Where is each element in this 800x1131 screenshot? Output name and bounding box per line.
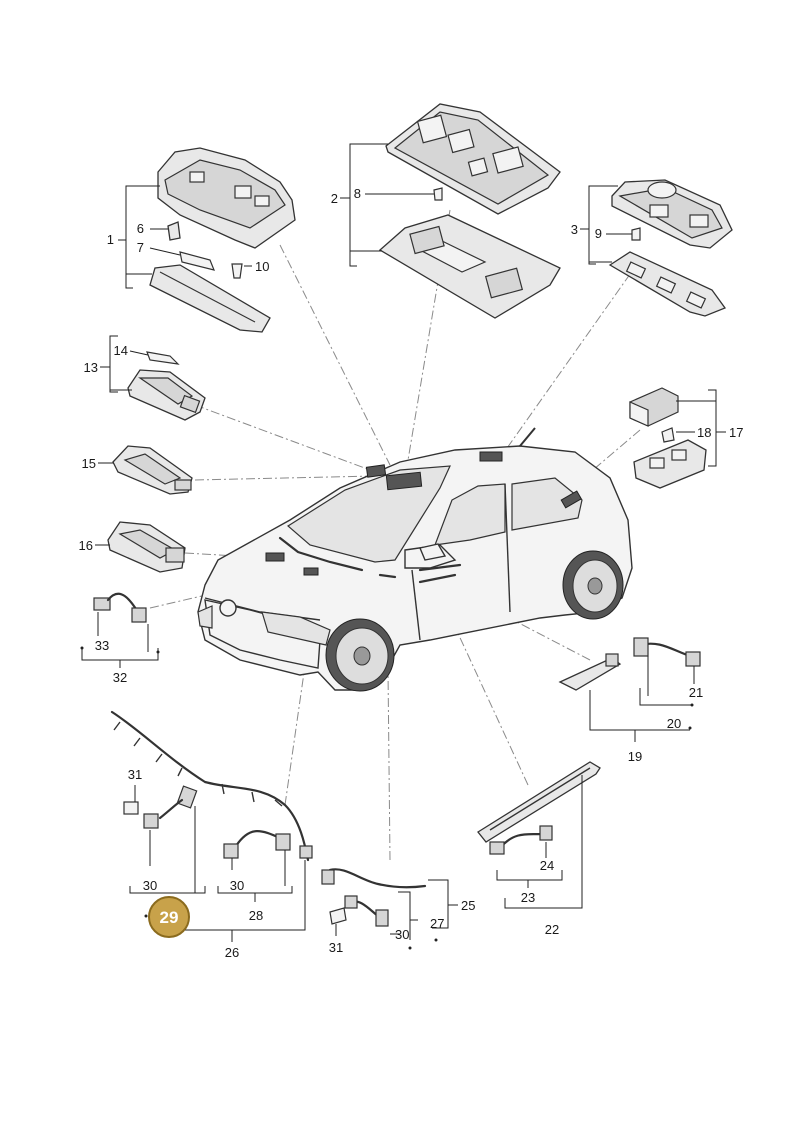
bracket-group-2 <box>340 143 434 267</box>
callout-22: 22 <box>545 922 559 937</box>
bracket-group-13 <box>100 335 149 393</box>
part-group-26-front-harness <box>110 710 313 862</box>
callout-32: 32 <box>113 670 127 685</box>
bracket-group-19 <box>589 656 695 742</box>
callout-13: 13 <box>84 360 98 375</box>
part-group-13-luggage-light <box>127 351 206 421</box>
callout-25: 25 <box>461 898 475 913</box>
callout-21: 21 <box>689 685 703 700</box>
bracket-group-32 <box>80 612 160 668</box>
callout-26: 26 <box>225 945 239 960</box>
part-group-3-rear-light <box>608 179 733 317</box>
callout-24: 24 <box>540 858 554 873</box>
part-group-1-front-interior-light <box>149 147 296 333</box>
callout-30-front-left: 30 <box>143 878 157 893</box>
callout-3: 3 <box>571 222 578 237</box>
car-illustration <box>197 427 633 692</box>
bracket-group-26 <box>129 785 306 942</box>
bracket-group-17 <box>676 389 726 467</box>
callout-30-center: 30 <box>395 927 409 942</box>
highlight-badge-label: 29 <box>160 908 179 927</box>
callout-31-front: 31 <box>128 767 142 782</box>
callout-30-front-right: 30 <box>230 878 244 893</box>
callout-labels: 1 6 7 10 2 8 3 9 13 14 15 16 33 32 17 18… <box>79 186 744 960</box>
part-group-32-wiring <box>93 592 147 623</box>
callout-18: 18 <box>697 425 711 440</box>
part-group-19-door-lights <box>558 637 701 691</box>
highlight-badge-29[interactable]: 29 <box>148 896 190 938</box>
part-group-17-boot-light <box>629 387 707 489</box>
bracket-group-25 <box>335 879 458 950</box>
callout-8: 8 <box>354 186 361 201</box>
part-group-22-rear-harness <box>477 761 601 855</box>
callout-16: 16 <box>79 538 93 553</box>
callout-7: 7 <box>137 240 144 255</box>
part-15-reading-light <box>112 445 193 495</box>
callout-14: 14 <box>114 343 128 358</box>
callout-17: 17 <box>729 425 743 440</box>
callout-1: 1 <box>107 232 114 247</box>
callout-33: 33 <box>95 638 109 653</box>
callout-6: 6 <box>137 221 144 236</box>
part-group-25-center-harness <box>321 868 427 927</box>
callout-20: 20 <box>667 716 681 731</box>
bracket-group-3 <box>580 185 632 265</box>
callout-27: 27 <box>430 916 444 931</box>
callout-9: 9 <box>595 226 602 241</box>
callout-19: 19 <box>628 749 642 764</box>
callout-2: 2 <box>331 191 338 206</box>
callout-28: 28 <box>249 908 263 923</box>
callout-15: 15 <box>82 456 96 471</box>
part-group-2-roof-console <box>378 103 561 319</box>
callout-10: 10 <box>255 259 269 274</box>
bracket-group-1 <box>118 185 252 289</box>
part-16-glovebox-light <box>107 521 186 573</box>
bracket-group-22 <box>496 775 583 909</box>
callout-31-center: 31 <box>329 940 343 955</box>
callout-23: 23 <box>521 890 535 905</box>
